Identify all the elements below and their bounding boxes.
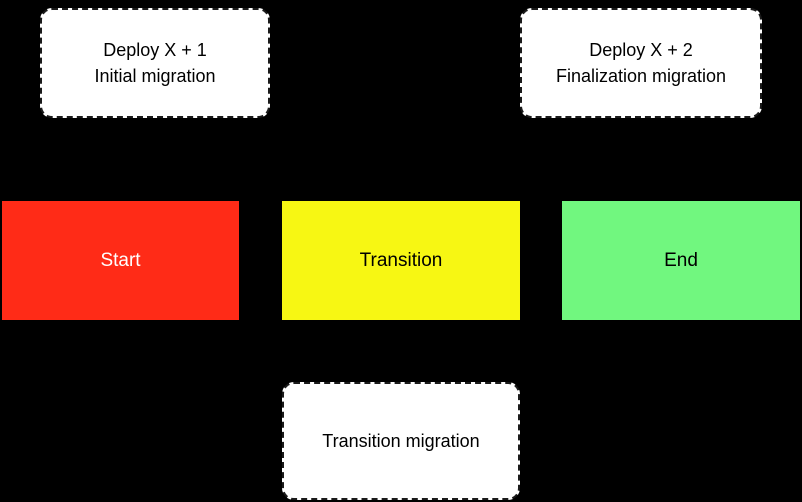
- note-deploy-x1: Deploy X + 1 Initial migration: [40, 8, 270, 118]
- note-deploy-x2: Deploy X + 2 Finalization migration: [520, 8, 762, 118]
- state-start-label: Start: [100, 249, 141, 271]
- state-transition-label: Transition: [359, 249, 443, 271]
- state-end: End: [562, 201, 800, 320]
- note-deploy-x1-line2: Initial migration: [94, 66, 216, 86]
- state-end-label: End: [664, 249, 698, 271]
- note-transition-migration: Transition migration: [282, 382, 520, 500]
- note-deploy-x2-line1: Deploy X + 2: [589, 40, 693, 60]
- note-deploy-x2-line2: Finalization migration: [555, 66, 727, 86]
- state-start: Start: [2, 201, 239, 320]
- note-deploy-x1-line1: Deploy X + 1: [103, 40, 207, 60]
- note-transition-migration-line1: Transition migration: [322, 431, 480, 451]
- state-transition: Transition: [282, 201, 520, 320]
